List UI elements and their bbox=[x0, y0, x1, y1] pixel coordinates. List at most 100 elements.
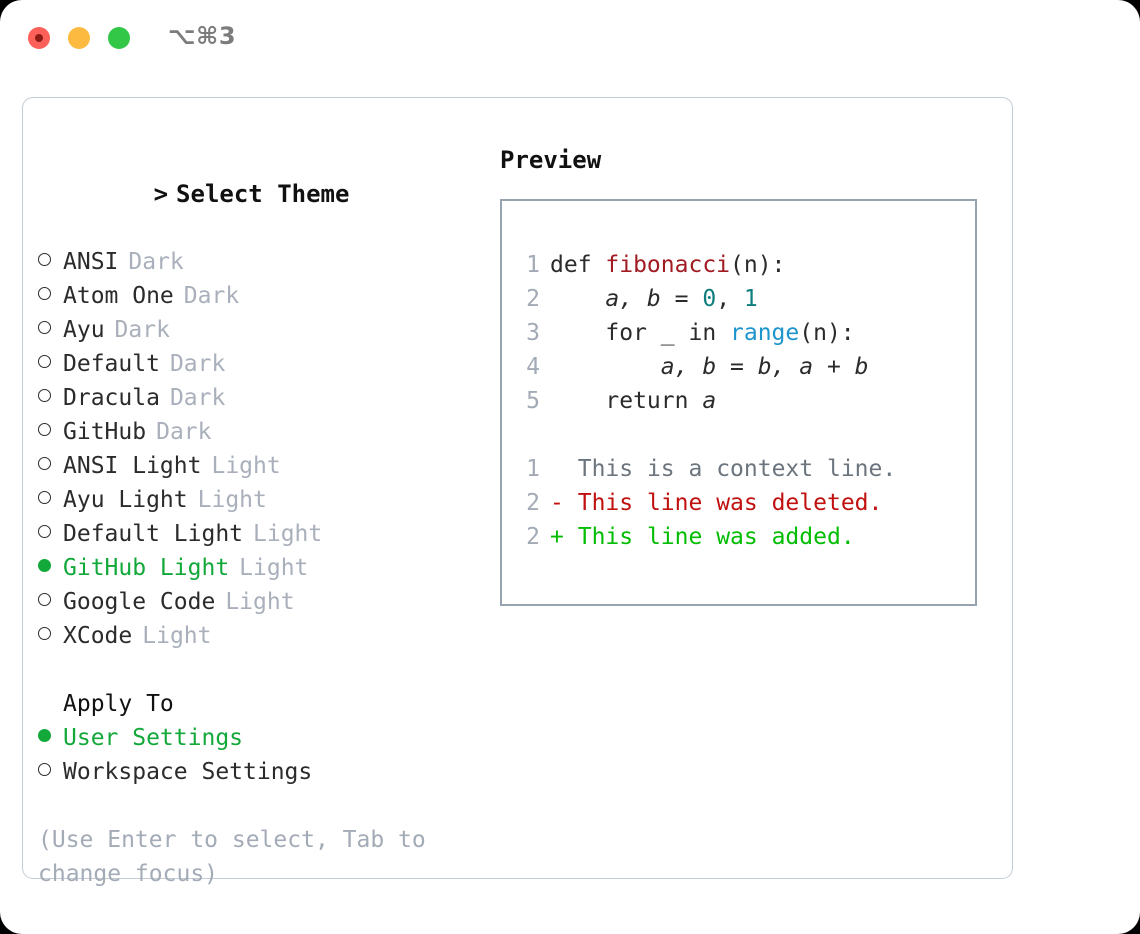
code-token bbox=[550, 286, 605, 312]
apply-to-option-label: Workspace Settings bbox=[63, 759, 313, 785]
code-token: (n): bbox=[730, 252, 786, 278]
theme-variant-badge: Light bbox=[253, 521, 323, 547]
radio-empty-icon[interactable] bbox=[38, 593, 51, 606]
theme-option-label: Ayu Light bbox=[63, 487, 188, 513]
keyboard-shortcut-label: ⌥⌘3 bbox=[168, 22, 237, 50]
theme-variant-badge: Dark bbox=[128, 249, 184, 275]
radio-empty-icon[interactable] bbox=[38, 457, 51, 470]
radio-empty-icon[interactable] bbox=[38, 389, 51, 402]
radio-selected-icon[interactable] bbox=[38, 729, 51, 742]
window-controls bbox=[28, 27, 130, 49]
apply-to-option-workspace-settings[interactable]: Workspace Settings bbox=[38, 755, 478, 789]
apply-to-option-user-settings[interactable]: User Settings bbox=[38, 721, 478, 755]
diff-gap bbox=[564, 490, 578, 516]
close-button[interactable] bbox=[28, 27, 50, 49]
line-number: 5 bbox=[526, 388, 540, 414]
code-token: a, b bbox=[605, 286, 661, 312]
apply-to-label: Apply To bbox=[63, 691, 174, 717]
theme-option-label: XCode bbox=[63, 623, 133, 649]
diff-gap bbox=[564, 524, 578, 550]
theme-option-label: ANSI bbox=[63, 249, 119, 275]
line-number: 2 bbox=[526, 286, 540, 312]
radio-empty-icon[interactable] bbox=[38, 763, 51, 776]
theme-option-label: Google Code bbox=[63, 589, 216, 615]
theme-option-label: GitHub bbox=[63, 419, 147, 445]
radio-empty-icon[interactable] bbox=[38, 525, 51, 538]
theme-variant-badge: Dark bbox=[183, 283, 240, 309]
maximize-button[interactable] bbox=[108, 27, 130, 49]
code-token: , bbox=[716, 286, 744, 312]
theme-option-label: Dracula bbox=[63, 385, 160, 411]
diff-text: This line was added. bbox=[577, 524, 855, 550]
line-number: 2 bbox=[526, 490, 540, 516]
radio-empty-icon[interactable] bbox=[38, 627, 51, 640]
diff-line: 1 This is a context line. bbox=[520, 452, 975, 486]
theme-option-dracula[interactable]: Dracula Dark bbox=[38, 381, 478, 415]
caret-icon: > bbox=[153, 180, 169, 208]
theme-option-atom-one[interactable]: Atom One Dark bbox=[38, 279, 478, 313]
select-theme-label: Select Theme bbox=[176, 180, 350, 208]
theme-variant-badge: Dark bbox=[169, 351, 226, 377]
code-token: 1 bbox=[743, 286, 758, 312]
diff-gap bbox=[564, 456, 578, 482]
spacer bbox=[38, 653, 478, 687]
theme-option-label: Atom One bbox=[63, 283, 174, 309]
code-line: 3 for _ in range(n): bbox=[520, 316, 975, 350]
code-token: for _ in bbox=[550, 320, 731, 346]
diff-marker: + bbox=[550, 524, 564, 550]
code-token: range bbox=[730, 320, 800, 346]
code-token: return bbox=[550, 388, 703, 414]
line-number: 4 bbox=[526, 354, 540, 380]
bullet-placeholder-icon bbox=[38, 695, 51, 708]
minimize-button[interactable] bbox=[68, 27, 90, 49]
theme-option-label: Default Light bbox=[63, 521, 244, 547]
theme-variant-badge: Light bbox=[197, 487, 267, 513]
code-token: = bbox=[716, 354, 758, 380]
line-number: 3 bbox=[526, 320, 540, 346]
theme-option-label: Ayu bbox=[63, 317, 105, 343]
diff-marker: - bbox=[550, 490, 564, 516]
radio-selected-icon[interactable] bbox=[38, 559, 51, 572]
theme-option-default-light[interactable]: Default Light Light bbox=[38, 517, 478, 551]
apply-to-option-label: User Settings bbox=[63, 725, 244, 751]
radio-empty-icon[interactable] bbox=[38, 287, 51, 300]
theme-option-github-light[interactable]: GitHub Light Light bbox=[38, 551, 478, 585]
diff-line: 2- This line was deleted. bbox=[520, 486, 975, 520]
code-token: a bbox=[702, 388, 717, 414]
radio-empty-icon[interactable] bbox=[38, 253, 51, 266]
diff-text: This line was deleted. bbox=[577, 490, 883, 516]
theme-variant-badge: Dark bbox=[169, 385, 226, 411]
theme-option-ansi[interactable]: ANSI Dark bbox=[38, 245, 478, 279]
theme-option-ayu-light[interactable]: Ayu Light Light bbox=[38, 483, 478, 517]
radio-empty-icon[interactable] bbox=[38, 355, 51, 368]
radio-empty-icon[interactable] bbox=[38, 423, 51, 436]
radio-empty-icon[interactable] bbox=[38, 321, 51, 334]
theme-option-xcode[interactable]: XCode Light bbox=[38, 619, 478, 653]
select-theme-header: >Select Theme bbox=[38, 143, 478, 245]
theme-variant-badge: Light bbox=[225, 589, 295, 615]
diff-marker bbox=[550, 456, 564, 482]
radio-empty-icon[interactable] bbox=[38, 491, 51, 504]
theme-variant-badge: Light bbox=[239, 555, 309, 581]
theme-variant-badge: Light bbox=[211, 453, 281, 479]
diff-sample: 1 This is a context line.2- This line wa… bbox=[520, 452, 975, 554]
code-token: (n): bbox=[799, 320, 855, 346]
theme-option-label: GitHub Light bbox=[63, 555, 230, 581]
theme-option-google-code[interactable]: Google Code Light bbox=[38, 585, 478, 619]
diff-text: This is a context line. bbox=[577, 456, 897, 482]
code-token: = bbox=[660, 286, 703, 312]
theme-variant-badge: Light bbox=[142, 623, 212, 649]
